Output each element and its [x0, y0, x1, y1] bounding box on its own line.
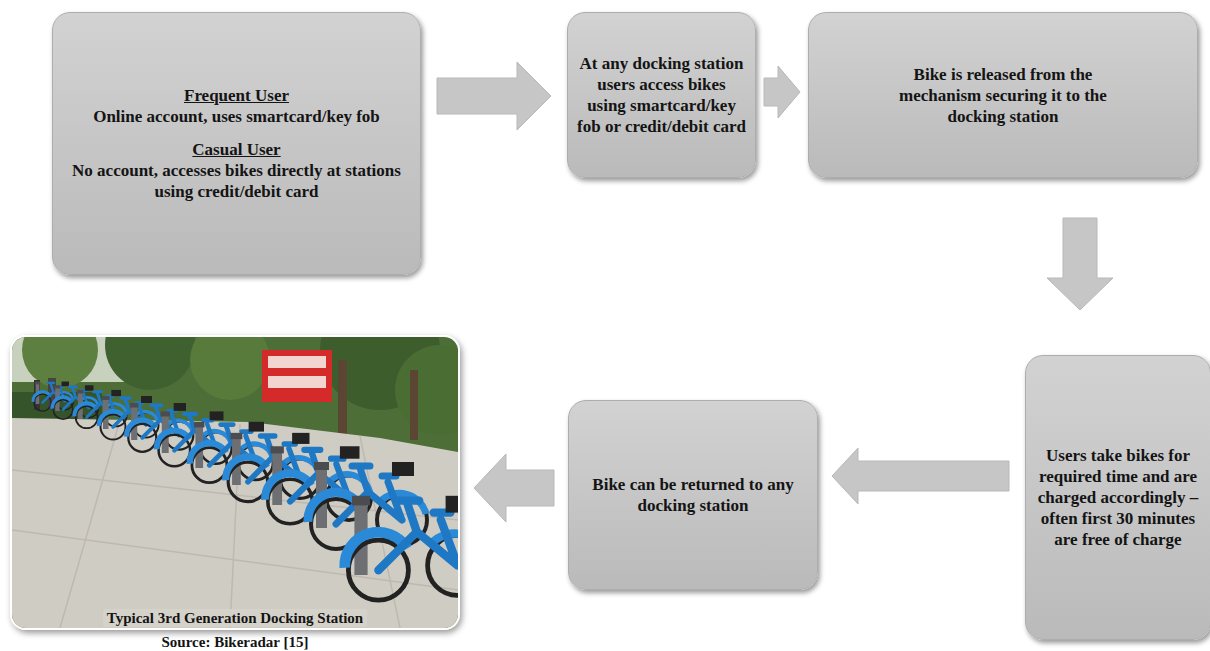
block-arrow [832, 448, 1009, 504]
block-arrow [764, 66, 800, 118]
photo-detail [22, 337, 98, 388]
photo-detail [105, 337, 195, 390]
photo-scene [12, 337, 458, 628]
photo-detail [338, 360, 347, 440]
photo-detail [268, 376, 326, 388]
photo-detail [410, 370, 418, 440]
block-arrow [437, 62, 551, 130]
block-arrow [1047, 218, 1113, 310]
process-box: Bike can be returned to any docking stat… [568, 400, 818, 590]
block-arrow [474, 454, 554, 522]
box-text: Bike is released from the mechanism secu… [898, 64, 1108, 127]
box-text: No account, accesses bikes directly at s… [69, 160, 404, 202]
photo-box: Typical 3rd Generation Docking StationSo… [10, 335, 460, 630]
photo-detail [268, 356, 326, 368]
process-box: Users take bikes for required time and a… [1025, 355, 1210, 640]
process-box: Frequent UserOnline account, uses smartc… [52, 12, 421, 275]
source-note: Source: Bikeradar [15] [10, 633, 460, 651]
box-text: At any docking station users access bike… [576, 53, 747, 137]
process-box: Bike is released from the mechanism secu… [808, 12, 1198, 178]
photo-detail [190, 337, 270, 400]
box-heading: Casual User [192, 139, 280, 160]
photo-detail [395, 345, 458, 435]
process-box: At any docking station users access bike… [567, 12, 756, 178]
box-heading: Frequent User [184, 85, 289, 106]
box-text: Bike can be returned to any docking stat… [579, 474, 807, 516]
photo-detail [262, 350, 332, 402]
photo-caption: Typical 3rd Generation Docking Station [103, 609, 367, 627]
photo-detail [345, 496, 458, 600]
box-text: Users take bikes for required time and a… [1032, 445, 1204, 550]
box-text: Online account, uses smartcard/key fob [93, 106, 380, 127]
